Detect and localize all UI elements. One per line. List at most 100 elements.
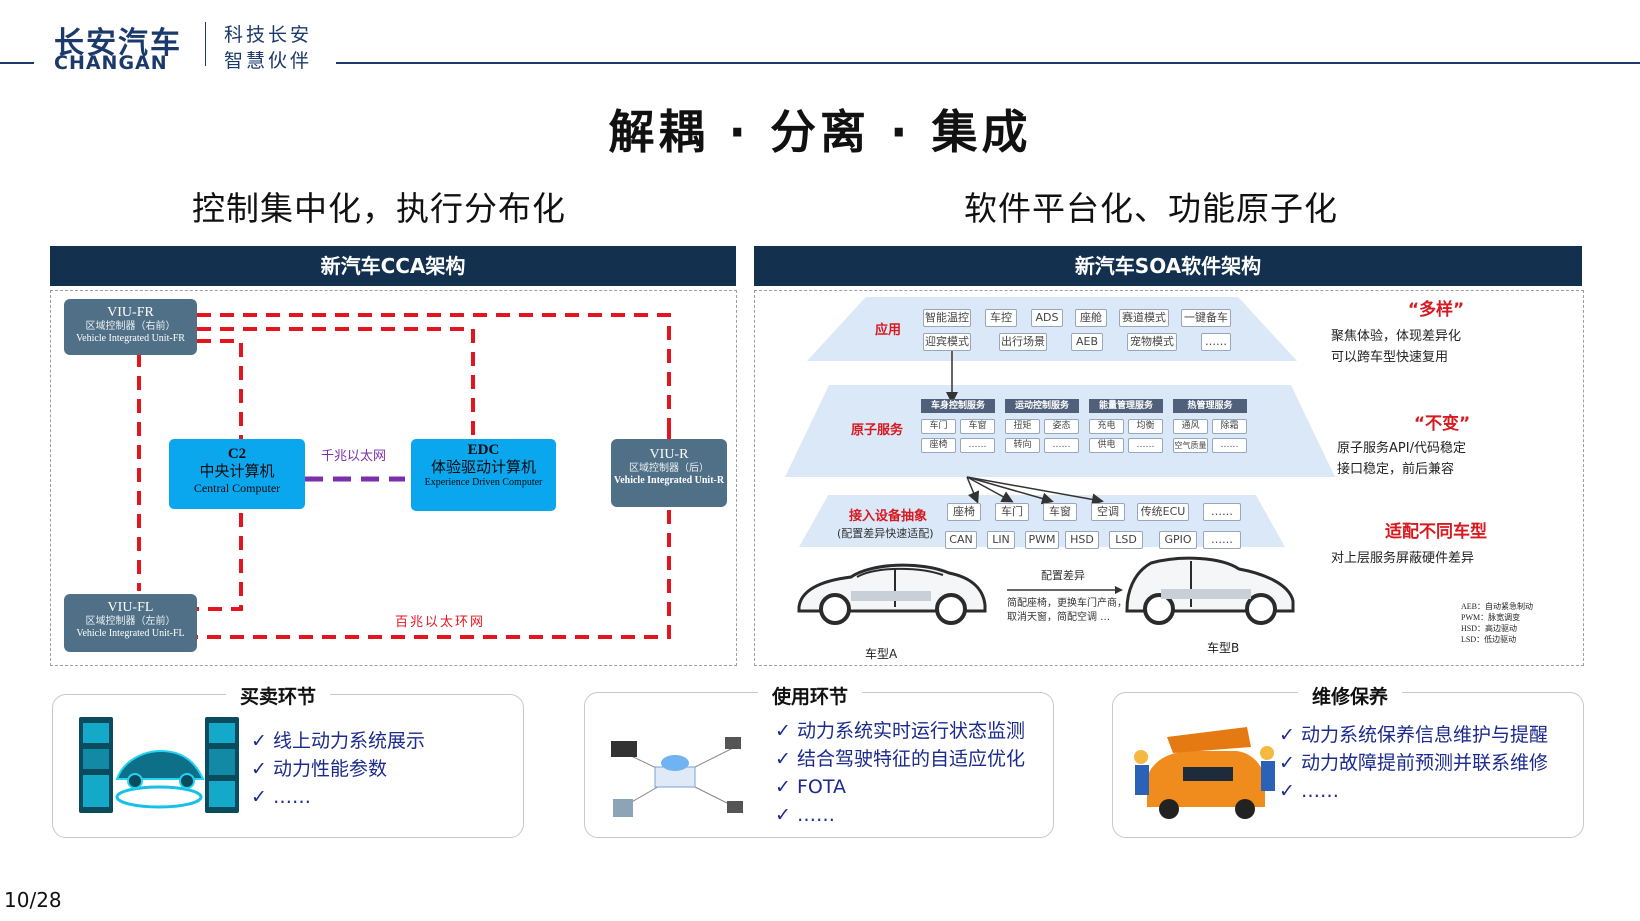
- config-diff-arrow: [1007, 586, 1123, 594]
- app-chip: 车控: [985, 309, 1017, 327]
- edc-en: Experience Driven Computer: [424, 477, 543, 488]
- car-a-illustration: [797, 563, 987, 625]
- link-fr-c2: [197, 339, 243, 441]
- page-number: 10/28: [4, 888, 62, 912]
- bullet-item: ✓ 动力故障提前预测并联系维修: [1279, 749, 1548, 777]
- app-label: 应用: [875, 323, 902, 338]
- car-b-label: 车型B: [1207, 641, 1240, 655]
- check-icon: ✓: [775, 720, 791, 742]
- service-item: 车门: [921, 419, 956, 434]
- service-item: 车窗: [960, 419, 995, 434]
- edc-name: EDC: [467, 442, 500, 458]
- brand-name-en: CHANGAN: [54, 52, 168, 74]
- network-monitor-illustration: [611, 737, 743, 817]
- service-item: ……: [1128, 438, 1163, 453]
- app-chip: 赛道模式: [1119, 309, 1169, 327]
- maintenance-bullets: ✓ 动力系统保养信息维护与提醒 ✓ 动力故障提前预测并联系维修 ✓ ……: [1279, 721, 1548, 805]
- interface-chip: GPIO: [1159, 531, 1197, 549]
- device-chip: ……: [1203, 503, 1241, 521]
- gigabit-label: 千兆以太网: [321, 448, 387, 463]
- app-chip: ADS: [1031, 309, 1063, 327]
- brand-divider: [205, 22, 206, 66]
- header-rule-right: [336, 62, 1640, 64]
- service-item: 空气质量: [1173, 438, 1208, 453]
- bullet-text: ……: [1301, 780, 1339, 802]
- viu-r-box: VIU-R 区域控制器（后） Vehicle Integrated Unit-R: [611, 439, 727, 507]
- note-diverse: “多样” 聚焦体验，体现差异化 可以跨车型快速复用: [1331, 295, 1541, 368]
- brand-name-cn: 长安汽车: [54, 26, 182, 61]
- viu-r-cn: 区域控制器（后）: [629, 463, 709, 475]
- device-abstraction-sublabel: (配置差异快速适配): [837, 527, 934, 540]
- app-chip: 出行场景: [999, 333, 1047, 351]
- service-item: 供电: [1089, 438, 1124, 453]
- c2-en: Central Computer: [193, 481, 281, 495]
- app-chip: AEB: [1071, 333, 1103, 351]
- sales-illustration: [79, 717, 239, 817]
- bullet-text: 动力性能参数: [273, 758, 388, 780]
- card-usage: ✓动力系统实时运行状态监测 ✓结合驾驶特征的自适应优化 ✓FOTA ✓……: [584, 692, 1054, 838]
- card-title-maintenance: 维修保养: [1298, 682, 1403, 709]
- bullet-item: ✓ 动力系统保养信息维护与提醒: [1279, 721, 1548, 749]
- soa-diagram: 应用 原子服务 接入设备抽象 (配置差异快速适配) 智能温控 车控 ADS 座舱…: [754, 290, 1584, 666]
- device-abstraction-label: 接入设备抽象: [849, 509, 928, 524]
- bullet-text: FOTA: [797, 776, 847, 798]
- link-c2-fl: [197, 513, 243, 611]
- bullet-text: 动力故障提前预测并联系维修: [1301, 752, 1549, 774]
- bullet-text: 线上动力系统展示: [273, 730, 426, 752]
- app-chip: 座舱: [1075, 309, 1107, 327]
- service-name: 热管理服务: [1173, 399, 1247, 413]
- config-diff-text-line1: 简配座椅，更换车门产商，: [1007, 598, 1127, 609]
- car-a-label: 车型A: [865, 647, 898, 661]
- cca-header: 新汽车CCA架构: [50, 246, 736, 286]
- note-adapt: 适配不同车型 对上层服务屏蔽硬件差异: [1331, 517, 1541, 569]
- service-name: 能量管理服务: [1089, 399, 1163, 413]
- header-rule-left: [0, 62, 34, 64]
- card-title-usage: 使用环节: [758, 682, 863, 709]
- digital-car-icon: [79, 717, 239, 813]
- service-group: 热管理服务 通风 除霜 空气质量 ……: [1173, 399, 1247, 453]
- config-diff-label: 配置差异: [1041, 569, 1085, 582]
- check-icon: ✓: [775, 776, 791, 798]
- card-maintenance: ✓ 动力系统保养信息维护与提醒 ✓ 动力故障提前预测并联系维修 ✓ ……: [1112, 692, 1584, 838]
- bullet-item: ✓ 线上动力系统展示: [251, 727, 425, 755]
- c2-name: C2: [227, 446, 247, 462]
- note-head: “不变”: [1413, 414, 1471, 434]
- check-icon: ✓: [1279, 752, 1295, 774]
- ring-network-label: 百兆以太环网: [395, 614, 486, 629]
- slogan-line-2: 智慧伙伴: [224, 50, 313, 72]
- check-icon: ✓: [1279, 724, 1295, 746]
- service-item: 充电: [1089, 419, 1124, 434]
- check-icon: ✓: [251, 730, 267, 752]
- note-line: 聚焦体验，体现差异化: [1331, 329, 1462, 344]
- check-icon: ✓: [775, 748, 791, 770]
- check-icon: ✓: [251, 786, 267, 808]
- service-item: 除霜: [1212, 419, 1247, 434]
- bullet-text: ……: [273, 786, 311, 808]
- card-title-sales: 买卖环节: [226, 682, 331, 709]
- note-head: 适配不同车型: [1385, 522, 1487, 542]
- service-group: 车身控制服务 车门 车窗 座椅 ……: [921, 399, 995, 453]
- edc-cn: 体验驱动计算机: [430, 460, 536, 476]
- check-icon: ✓: [251, 758, 267, 780]
- note-stable: “不变” 原子服务API/代码稳定 接口稳定，前后兼容: [1337, 409, 1547, 480]
- viu-fl-box: VIU-FL 区域控制器（左前） Vehicle Integrated Unit…: [64, 594, 197, 652]
- viu-fl-name: VIU-FL: [107, 600, 154, 615]
- service-item: 通风: [1173, 419, 1208, 434]
- bullet-item: ✓ 动力性能参数: [251, 755, 425, 783]
- link-fr-edc: [197, 327, 475, 441]
- subtitle-right: 软件平台化、功能原子化: [964, 189, 1338, 228]
- check-icon: ✓: [1279, 780, 1295, 802]
- service-group: 能量管理服务 充电 均衡 供电 ……: [1089, 399, 1163, 453]
- service-item: ……: [1212, 438, 1247, 453]
- bullet-item: ✓动力系统实时运行状态监测: [775, 717, 1025, 745]
- service-item: 均衡: [1128, 419, 1163, 434]
- device-chip: 空调: [1091, 503, 1125, 521]
- device-chip: 车门: [995, 503, 1029, 521]
- viu-fr-box: VIU-FR 区域控制器（右前） Vehicle Integrated Unit…: [64, 299, 197, 355]
- card-sales: ✓ 线上动力系统展示 ✓ 动力性能参数 ✓ ……: [52, 694, 524, 838]
- bullet-text: 动力系统保养信息维护与提醒: [1301, 724, 1549, 746]
- legend-item: PWM：脉宽调变: [1461, 613, 1521, 622]
- service-item: 姿态: [1044, 419, 1079, 434]
- interface-chip: PWM: [1025, 531, 1059, 549]
- cca-diagram: VIU-FR 区域控制器（右前） Vehicle Integrated Unit…: [50, 290, 737, 666]
